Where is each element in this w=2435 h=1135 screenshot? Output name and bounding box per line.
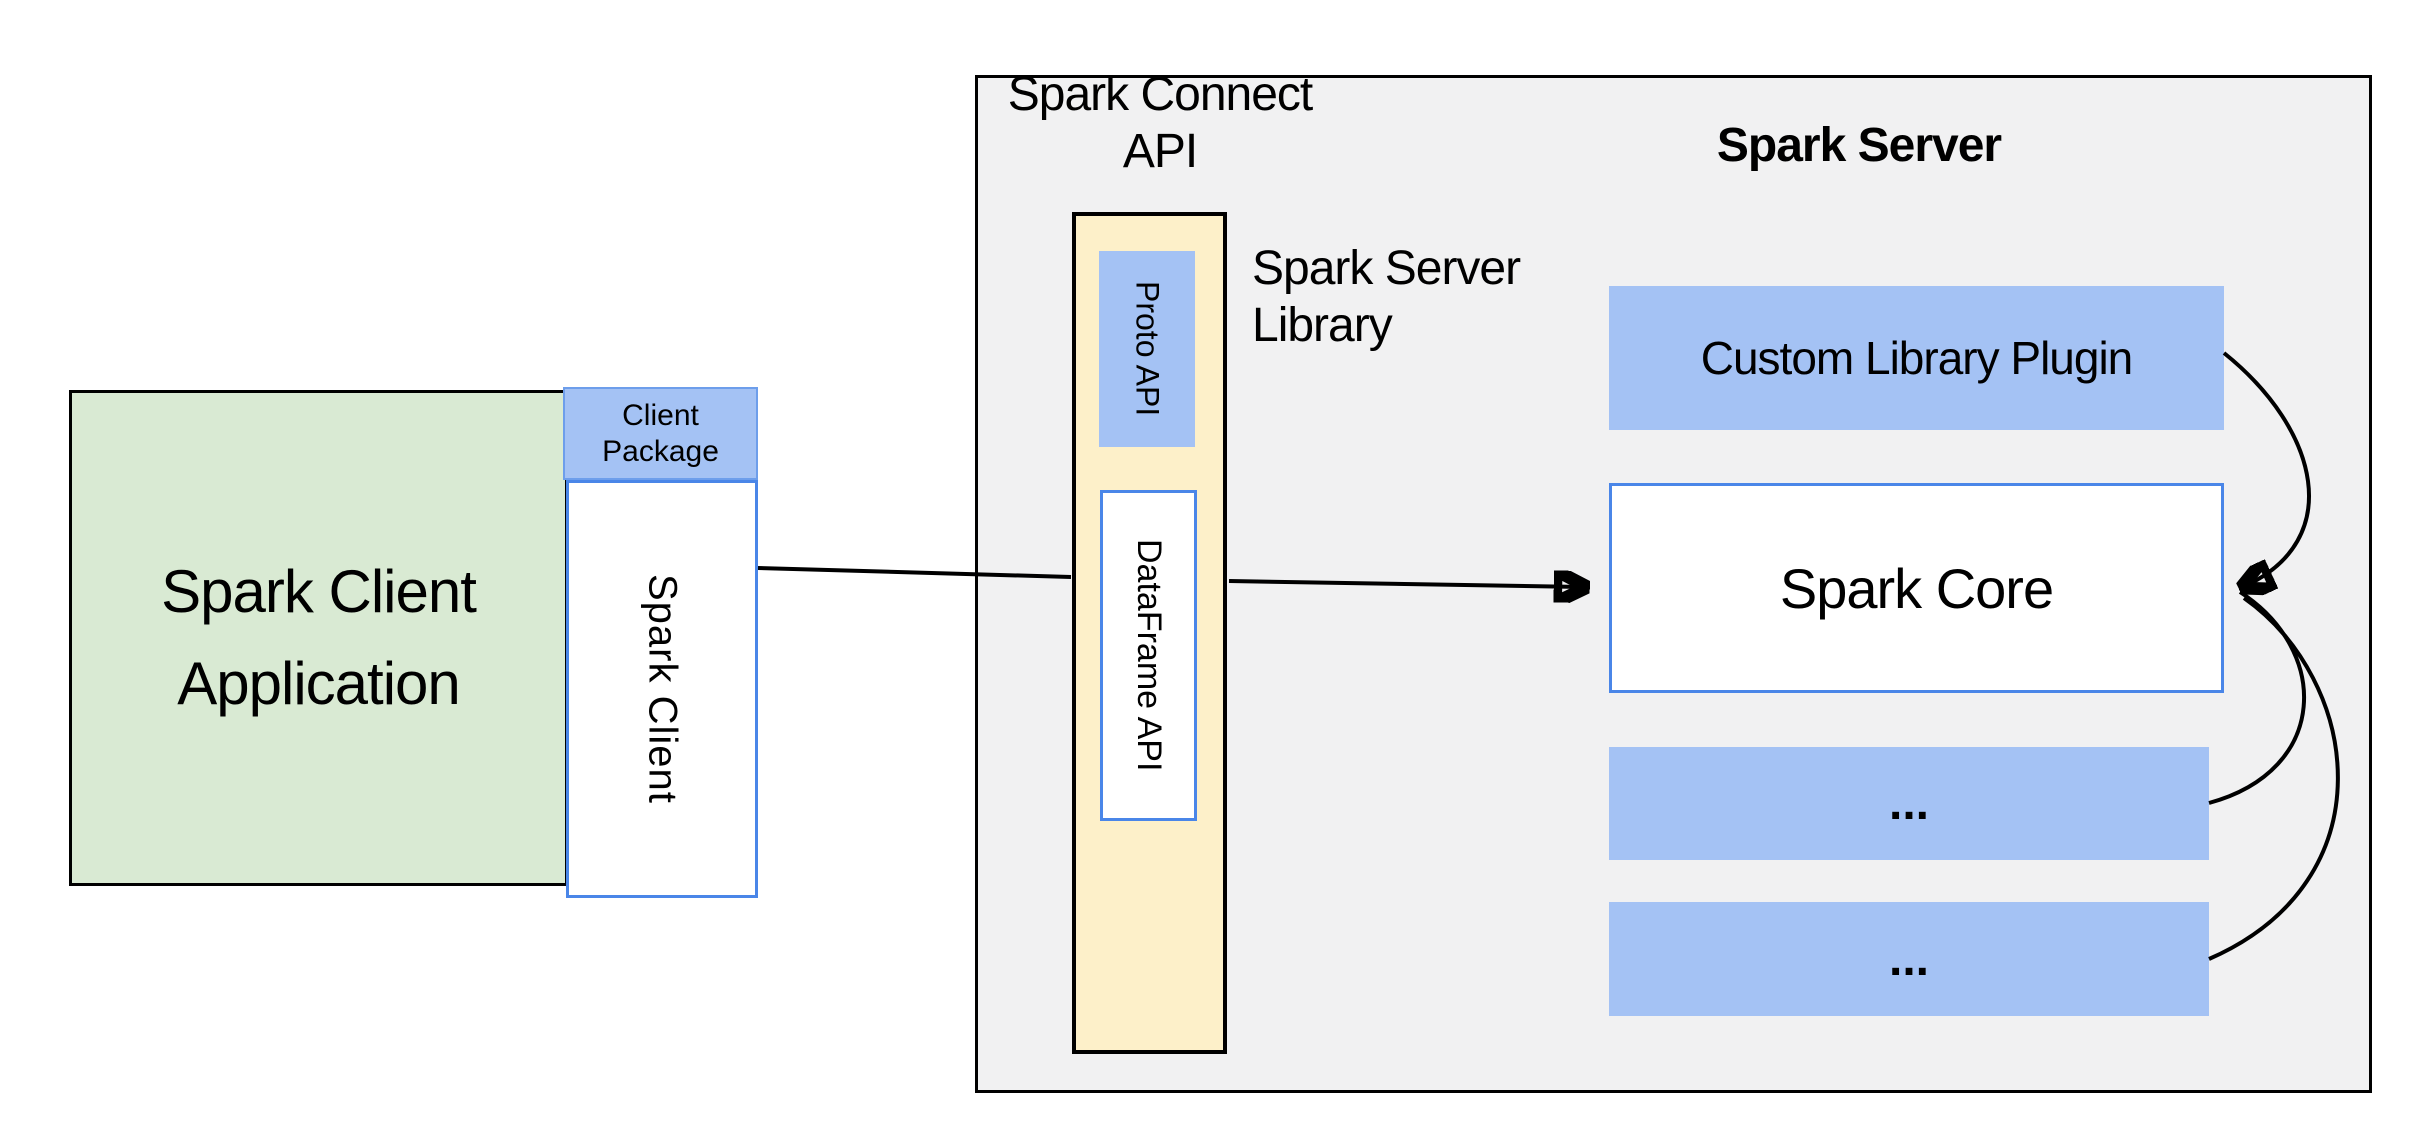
custom-library-plugin-box: Custom Library Plugin	[1609, 286, 2224, 430]
client-package-label: Client Package	[602, 398, 719, 468]
spark-client-label: Spark Client	[640, 574, 685, 804]
other-plugin-label-1: ...	[1888, 777, 1929, 830]
spark-core-box: Spark Core	[1609, 483, 2224, 693]
spark-client-application-box: Spark Client Application	[69, 390, 568, 886]
dataframe-api-label: DataFrame API	[1130, 539, 1168, 772]
spark-core-label: Spark Core	[1779, 556, 2054, 620]
other-plugin-label-2: ...	[1888, 932, 1929, 986]
spark-client-application-label: Spark Client Application	[161, 558, 477, 717]
proto-api-box: Proto API	[1099, 251, 1195, 447]
client-package-box: Client Package	[563, 387, 758, 480]
spark-connect-api-label: Spark Connect API	[1007, 68, 1314, 178]
other-plugin-box-1: ...	[1609, 747, 2209, 860]
spark-server-title: Spark Server	[1716, 119, 2002, 172]
spark-client-box: Spark Client	[566, 480, 758, 898]
dataframe-api-box: DataFrame API	[1100, 490, 1197, 821]
other-plugin-box-2: ...	[1609, 902, 2209, 1016]
custom-library-plugin-label: Custom Library Plugin	[1700, 332, 2134, 384]
proto-api-label: Proto API	[1129, 281, 1166, 417]
spark-server-library-label: Spark Server Library	[1252, 242, 1521, 352]
